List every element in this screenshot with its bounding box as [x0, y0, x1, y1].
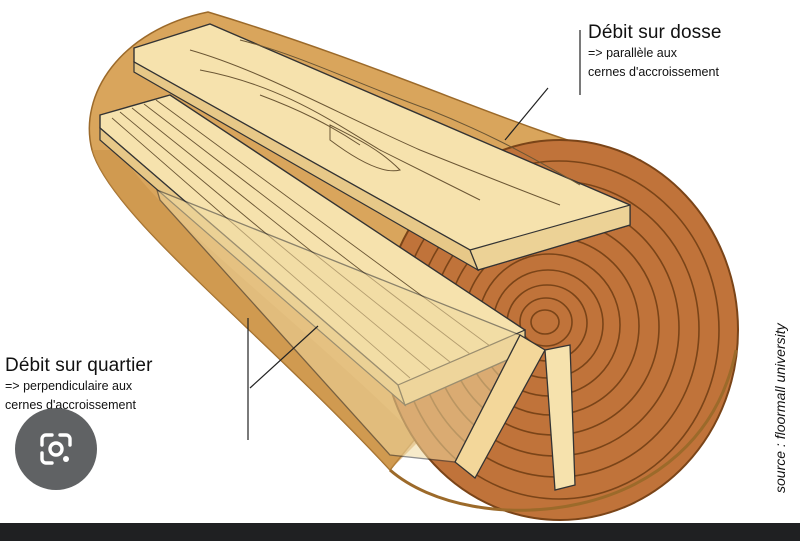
quartered-wedges	[155, 188, 576, 491]
log-rim	[389, 349, 738, 512]
quartier-pointer-line	[249, 325, 319, 389]
dosse-pointer-line	[504, 87, 549, 141]
dosse-line-2: cernes d'accroissement	[588, 65, 719, 79]
flat-sawn-board	[133, 23, 631, 272]
source-credit: source : floormall university	[772, 323, 788, 493]
quartier-title: Débit sur quartier	[5, 355, 153, 376]
google-lens-icon	[40, 433, 72, 465]
quartier-line-2: cernes d'accroissement	[5, 398, 136, 412]
bottom-bar	[0, 523, 800, 541]
quartier-label: Débit sur quartier => perpendiculaire au…	[5, 355, 153, 415]
quartier-line-1: => perpendiculaire aux	[5, 379, 133, 393]
google-lens-button[interactable]	[15, 408, 97, 490]
dosse-label: Débit sur dosse => parallèle aux cernes …	[588, 22, 722, 82]
dosse-line-1: => parallèle aux	[588, 46, 677, 60]
dosse-title: Débit sur dosse	[588, 22, 722, 43]
